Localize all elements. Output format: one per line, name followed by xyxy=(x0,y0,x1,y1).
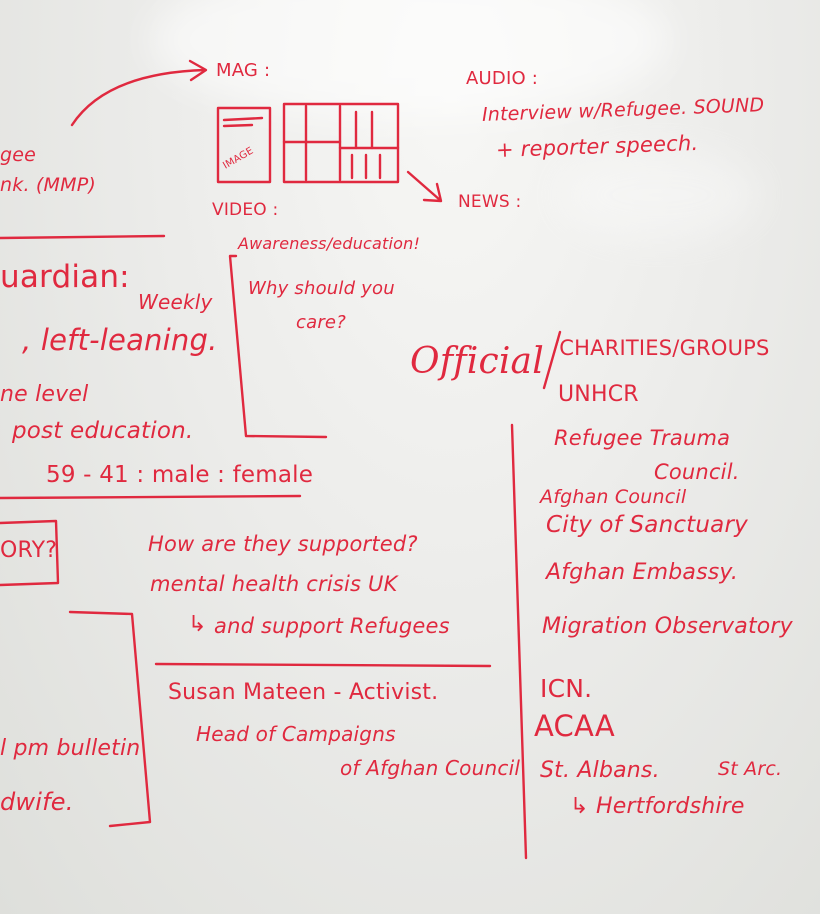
official-item: Refugee Trauma xyxy=(554,426,731,450)
official-header: /CHARITIES/GROUPS xyxy=(552,336,770,360)
guardian-weekly: Weekly xyxy=(138,290,213,314)
support-line2: mental health crisis UK xyxy=(150,572,398,596)
audio-label: AUDIO : xyxy=(466,68,539,89)
guardian-ratio: 59 - 41 : male : female xyxy=(46,462,314,488)
top-left-line2: nk. (MMP) xyxy=(0,174,96,196)
image-box-icon xyxy=(216,106,272,184)
contact-line2: Head of Campaigns xyxy=(196,722,396,746)
official-item: St Arc. xyxy=(718,758,783,780)
video-line1: Awareness/education! xyxy=(238,234,421,253)
official-divider xyxy=(510,423,528,860)
official-item: Hertfordshire xyxy=(596,794,745,819)
bottom-left-line1: l pm bulletin xyxy=(0,736,141,761)
video-line2: Why should you xyxy=(248,278,395,299)
boxed-fragment: ORY? xyxy=(0,538,58,563)
return-arrow-icon: ↳ xyxy=(570,794,589,819)
contact-line1: Susan Mateen - Activist. xyxy=(168,680,439,705)
contact-line3: of Afghan Council xyxy=(340,756,521,780)
official-item: ICN. xyxy=(540,674,593,703)
official-item: Council. xyxy=(654,460,740,484)
bottom-left-line2: dwife. xyxy=(0,788,74,816)
light-glare xyxy=(560,150,760,240)
curved-arrow-icon xyxy=(70,68,207,127)
news-label: NEWS : xyxy=(458,192,522,212)
official-label: Official xyxy=(410,341,544,382)
official-item: Migration Observatory xyxy=(542,614,793,639)
guardian-level: ne level xyxy=(0,382,89,407)
support-line3: and support Refugees xyxy=(214,614,450,638)
video-line3: care? xyxy=(296,312,346,333)
support-line1: How are they supported? xyxy=(148,532,418,556)
video-bracket xyxy=(228,254,328,439)
arrow-to-news-icon xyxy=(406,170,442,202)
left-bracket xyxy=(68,610,152,828)
top-left-line1: gee xyxy=(0,144,37,166)
official-item: City of Sanctuary xyxy=(546,512,748,538)
guardian-post: post education. xyxy=(12,418,194,444)
official-item: Afghan Embassy. xyxy=(546,560,739,585)
return-arrow-icon: ↳ xyxy=(188,612,207,637)
video-label: VIDEO : xyxy=(212,200,279,220)
mag-label: MAG : xyxy=(216,60,271,81)
official-item: UNHCR xyxy=(558,382,639,407)
guardian-lean: , left-leaning. xyxy=(22,323,218,357)
official-item: ACAA xyxy=(534,709,615,743)
official-item: Afghan Council xyxy=(540,486,687,508)
boxed-fragment-border xyxy=(0,519,60,587)
guardian-title: uardian: xyxy=(0,259,130,295)
official-item: St. Albans. xyxy=(540,758,660,783)
